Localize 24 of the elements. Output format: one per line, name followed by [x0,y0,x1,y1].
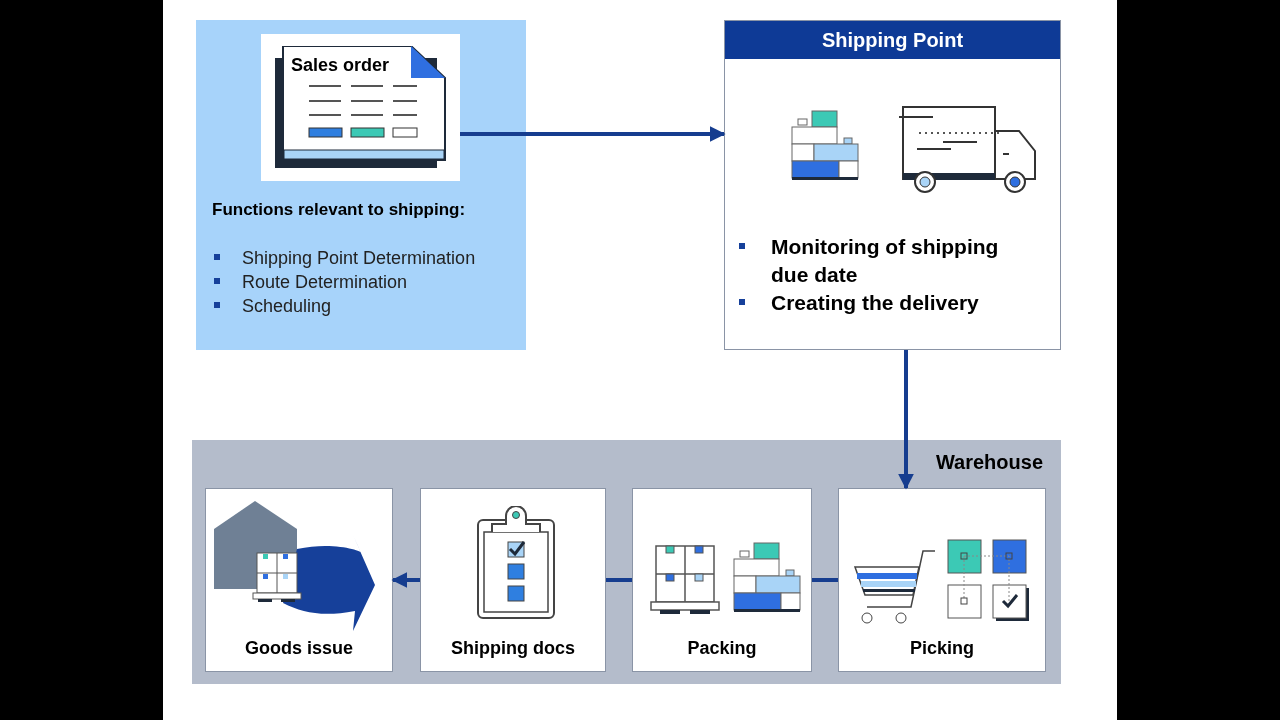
step-label: Goods issue [244,637,354,659]
list-item: Creating the delivery [771,290,979,316]
step-card [420,488,606,672]
step-label: Picking [909,637,975,659]
group-label: Warehouse [935,450,1043,474]
list-item: Scheduling [242,295,332,318]
arrow [898,350,914,490]
step-card [838,488,1046,672]
document-card [261,34,460,181]
panel-heading: Functions relevant to shipping: [212,199,467,221]
process-card [724,20,1061,350]
group-band [192,440,1061,684]
step-card [205,488,393,672]
card-header: Shipping Point [725,21,1060,59]
document-title: Sales order [291,54,390,76]
step-label: Shipping docs [450,637,576,659]
list-item: Monitoring of shipping due date [771,234,1000,288]
arrow [391,572,420,588]
step-label: Packing [686,637,758,659]
info-panel [196,20,526,350]
arrow [460,126,726,142]
list-item: Shipping Point Determination [242,247,476,270]
step-card [632,488,812,672]
list-item: Route Determination [242,271,408,294]
